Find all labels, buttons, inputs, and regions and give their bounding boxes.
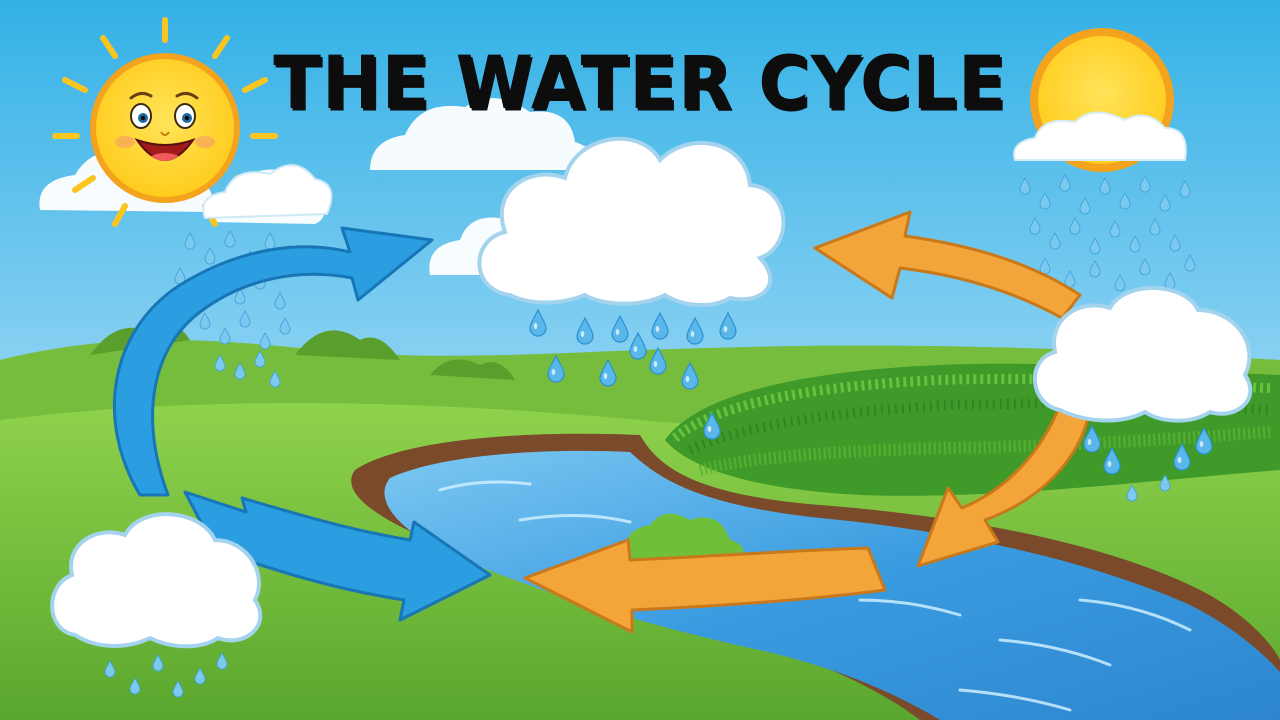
cloud-icon <box>1013 111 1187 161</box>
bush <box>624 513 744 562</box>
arrow-icon <box>813 210 1082 320</box>
page-title: THE WATER CYCLE <box>273 39 1007 127</box>
arrow-icon <box>916 403 1092 568</box>
arrow-icon <box>113 226 434 497</box>
cloud-icon <box>50 512 263 649</box>
arrow-icon <box>183 490 492 622</box>
arrow-icon <box>523 538 887 634</box>
cloud-icon <box>202 164 333 220</box>
cloud-icon <box>1032 286 1253 423</box>
cloud-icon <box>477 136 786 307</box>
